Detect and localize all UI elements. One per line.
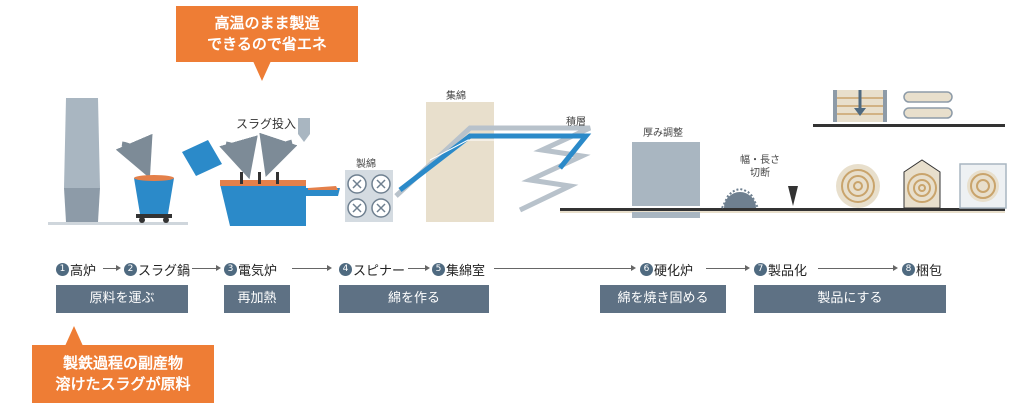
wool-sheet xyxy=(560,211,1005,213)
step-label: 電気炉 xyxy=(238,264,278,279)
thickness-press-base xyxy=(632,212,700,218)
step-connector xyxy=(192,268,217,269)
step-slag-ladle: 2 スラグ鍋 xyxy=(124,260,190,279)
step-label: 集綿室 xyxy=(446,264,486,279)
spinner-process-label: 製綿 xyxy=(356,159,376,170)
raw-material-callout: 製鉄過程の副産物 溶けたスラグが原料 xyxy=(32,345,214,403)
spinner-machine-icon xyxy=(345,170,393,222)
layering-label: 積層 xyxy=(566,117,586,128)
step-arrowhead-icon xyxy=(893,265,898,271)
step-number-badge: 3 xyxy=(224,263,237,276)
slag-drop-arrow-icon xyxy=(219,135,258,180)
step-connector xyxy=(408,268,426,269)
step-arrowhead-icon xyxy=(631,265,636,271)
step-label: 高炉 xyxy=(70,264,97,279)
process-illustration xyxy=(48,90,1007,226)
stage-cure-wool: 綿を焼き固める xyxy=(600,285,726,313)
step-curing-oven: 6 硬化炉 xyxy=(640,260,693,279)
step-connector xyxy=(494,268,632,269)
slag-input-label: スラグ投入 xyxy=(236,117,297,131)
step-blast-furnace: 1 高炉 xyxy=(56,260,96,279)
step-number-badge: 4 xyxy=(339,263,352,276)
step-number-badge: 8 xyxy=(902,263,915,276)
saw-blade-icon xyxy=(721,187,759,209)
rolled-product-icon xyxy=(836,164,880,208)
stage-transport-materials: 原料を運ぶ xyxy=(56,285,188,313)
slag-ladle-cart-icon xyxy=(134,175,174,223)
cutting-label: 幅・長さ 切断 xyxy=(740,154,780,180)
callout-top-line2: できるので省エネ xyxy=(207,35,327,53)
stage-reheat: 再加熱 xyxy=(224,285,290,313)
callout-bottom-tail xyxy=(65,326,83,346)
stage-make-wool: 綿を作る xyxy=(339,285,489,313)
step-packaging: 8 梱包 xyxy=(902,260,942,279)
stage-productize: 製品にする xyxy=(754,285,946,313)
production-line xyxy=(560,208,1005,211)
step-productization: 7 製品化 xyxy=(754,260,807,279)
step-label: スラグ鍋 xyxy=(138,264,191,279)
callout-top-line1: 高温のまま製造 xyxy=(214,14,320,32)
ground-line xyxy=(48,222,188,225)
electric-furnace-icon xyxy=(220,172,340,226)
step-arrowhead-icon xyxy=(327,265,332,271)
step-label: 製品化 xyxy=(768,264,808,279)
step-connector xyxy=(818,268,894,269)
step-number-badge: 2 xyxy=(124,263,137,276)
step-electric-furnace: 3 電気炉 xyxy=(224,260,277,279)
step-arrowhead-icon xyxy=(425,265,430,271)
step-arrowhead-icon xyxy=(116,265,121,271)
collection-label: 集綿 xyxy=(446,91,466,102)
step-number-badge: 6 xyxy=(640,263,653,276)
step-label: 硬化炉 xyxy=(654,264,694,279)
step-arrowhead-icon xyxy=(216,265,221,271)
cutting-label-line1: 幅・長さ xyxy=(740,155,780,166)
energy-saving-callout: 高温のまま製造 できるので省エネ xyxy=(176,6,358,62)
upper-shelf-line xyxy=(813,124,1005,127)
stacked-boards-icon xyxy=(903,91,953,119)
step-number-badge: 5 xyxy=(432,263,445,276)
cut-blade-icon xyxy=(788,186,798,206)
cutting-label-line2: 切断 xyxy=(750,168,770,179)
callout-bottom-line1: 製鉄過程の副産物 xyxy=(62,354,183,372)
callout-top-tail xyxy=(253,61,271,81)
boxed-roll-icon xyxy=(959,163,1007,209)
step-arrowhead-icon xyxy=(745,265,750,271)
step-connector xyxy=(103,268,117,269)
pour-arrow-icon xyxy=(115,133,153,179)
compressed-board-icon xyxy=(833,90,887,122)
step-connector xyxy=(706,268,746,269)
step-collection-room: 5 集綿室 xyxy=(432,260,485,279)
thickness-label: 厚み調整 xyxy=(643,128,683,139)
hopper-icon xyxy=(298,118,310,142)
packed-roll-icon xyxy=(903,159,941,209)
thickness-press-icon xyxy=(632,142,700,206)
pouring-bucket-icon xyxy=(182,140,222,176)
conveyor-belt-icon xyxy=(394,125,592,213)
step-number-badge: 7 xyxy=(754,263,767,276)
step-label: 梱包 xyxy=(916,264,943,279)
slag-input-arrow-icon xyxy=(259,132,298,177)
step-label: スピナー xyxy=(353,264,406,279)
step-number-badge: 1 xyxy=(56,263,69,276)
blast-furnace-icon xyxy=(64,98,100,222)
step-spinner: 4 スピナー xyxy=(339,260,405,279)
callout-bottom-line2: 溶けたスラグが原料 xyxy=(55,375,191,393)
step-connector xyxy=(292,268,328,269)
